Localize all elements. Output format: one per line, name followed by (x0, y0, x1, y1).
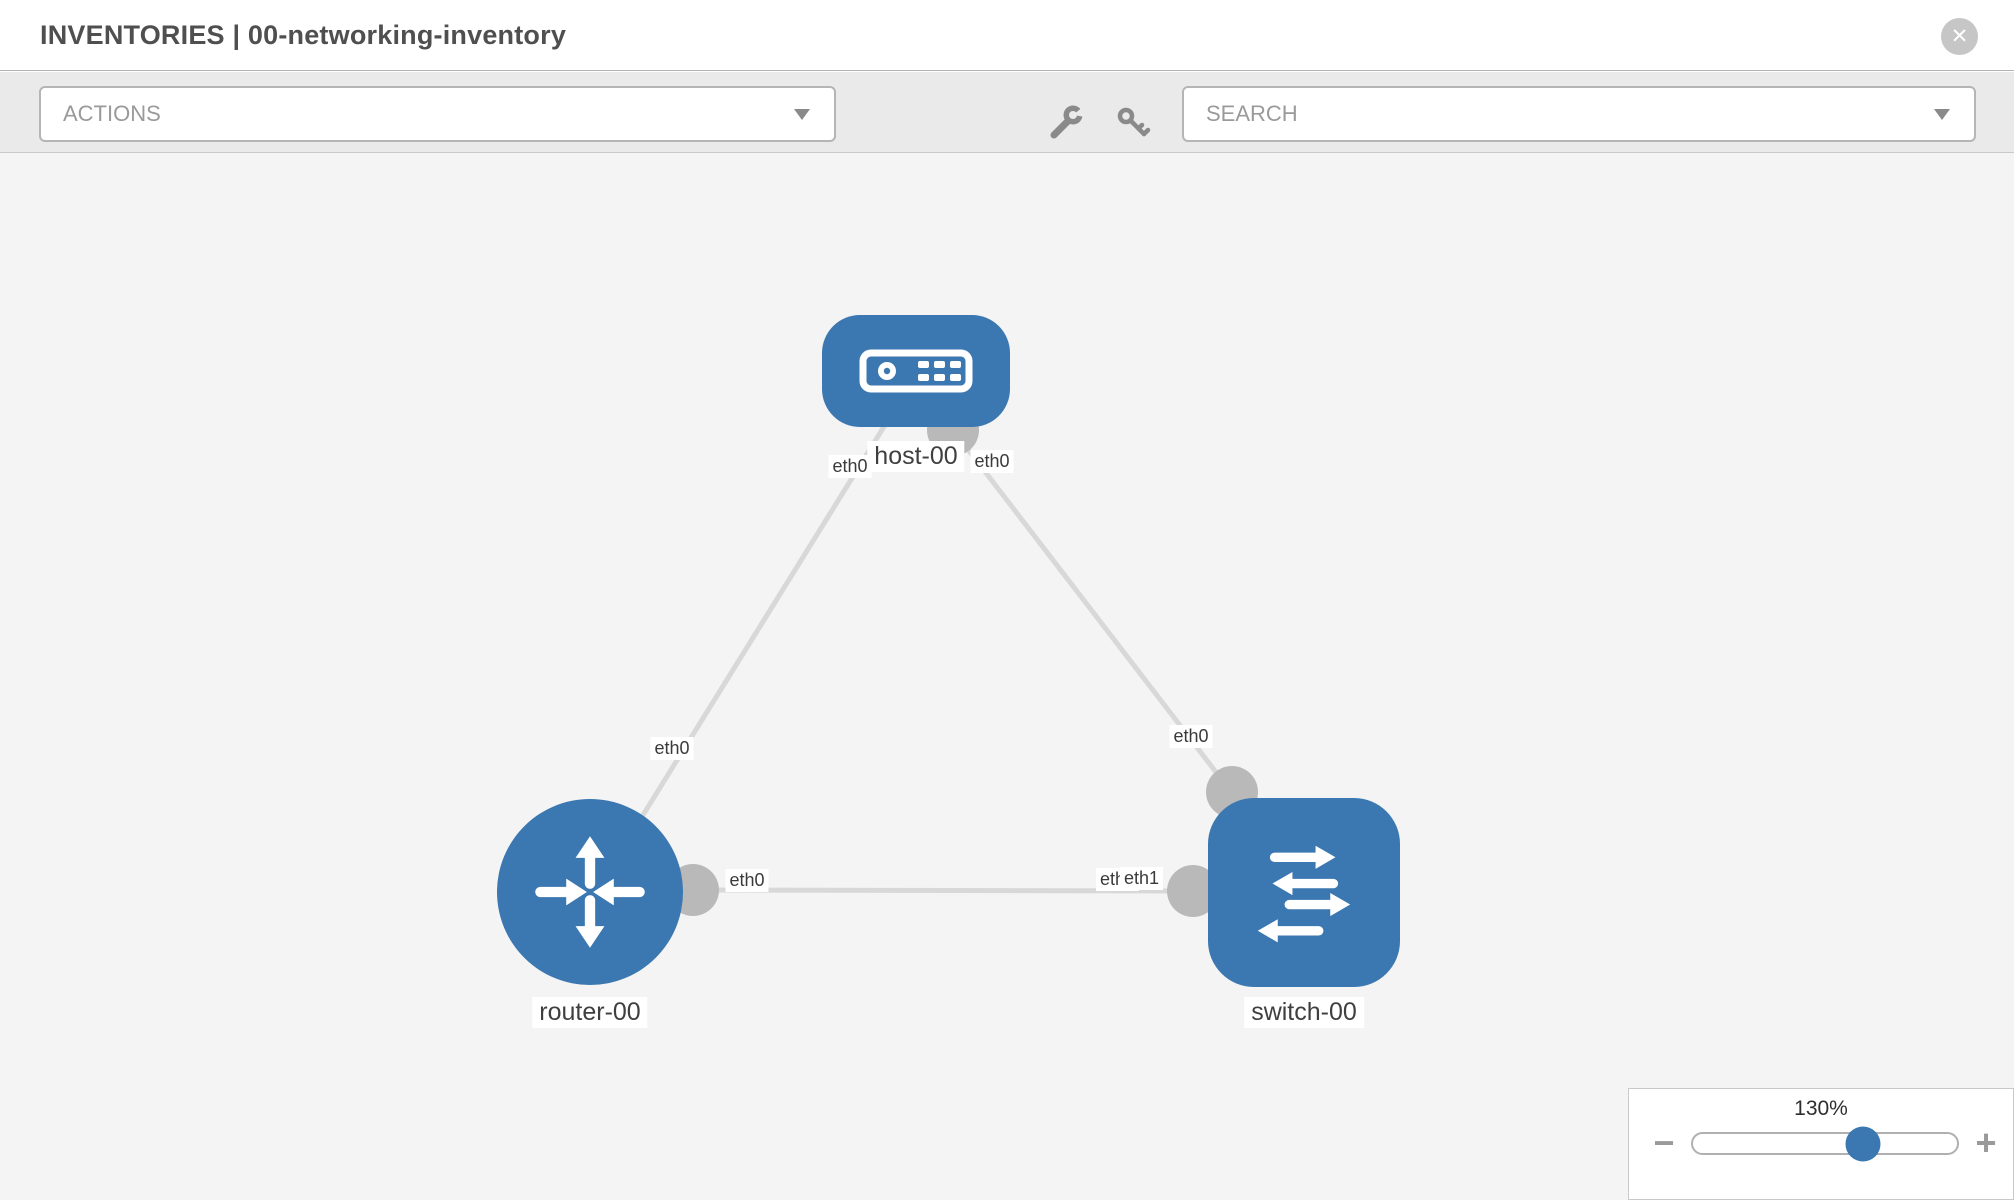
node-host-00[interactable] (822, 315, 1010, 427)
close-icon: ✕ (1950, 25, 1969, 48)
header: INVENTORIES | 00-networking-inventory ✕ (0, 0, 2014, 71)
configure-button[interactable] (1043, 99, 1089, 145)
router-icon (535, 836, 645, 948)
credentials-button[interactable] (1110, 99, 1156, 145)
topology-canvas[interactable]: eth0 eth0 eth0 eth0 eth0 eth0 eth1 host-… (0, 153, 2014, 1200)
topology-links (609, 404, 1258, 917)
search-dropdown-label: SEARCH (1206, 101, 1298, 126)
zoom-level: 130% (1794, 1097, 1848, 1120)
interface-label-router-to-switch: eth0 (725, 869, 769, 892)
zoom-slider[interactable] (1691, 1126, 1959, 1161)
plus-icon: + (1975, 1122, 1997, 1163)
node-label-host-00: host-00 (867, 441, 965, 472)
switch-icon (1257, 845, 1351, 942)
close-button[interactable]: ✕ (1941, 18, 1978, 55)
node-label-switch-00: switch-00 (1244, 997, 1364, 1028)
link-host-router (609, 423, 888, 867)
actions-dropdown-label: ACTIONS (63, 101, 161, 126)
wrench-icon (1050, 105, 1084, 139)
interface-label-router-to-host: eth0 (650, 737, 694, 760)
chevron-down-icon (1934, 109, 1950, 120)
host-icon (859, 349, 973, 393)
key-icon (1117, 107, 1151, 137)
interface-label-host-to-router: eth0 (828, 455, 872, 478)
minus-icon: − (1653, 1122, 1675, 1163)
zoom-slider-handle[interactable] (1845, 1126, 1881, 1161)
node-router-00[interactable] (497, 799, 683, 985)
interface-connector (1167, 865, 1219, 917)
zoom-in-button[interactable]: + (1966, 1121, 2006, 1165)
node-label-router-00: router-00 (532, 997, 648, 1028)
zoom-out-button[interactable]: − (1644, 1121, 1684, 1165)
node-switch-00[interactable] (1208, 798, 1400, 987)
chevron-down-icon (794, 109, 810, 120)
actions-dropdown[interactable]: ACTIONS (39, 86, 836, 142)
search-dropdown[interactable]: SEARCH (1182, 86, 1976, 142)
interface-label-switch-to-host: eth0 (1169, 725, 1213, 748)
toolbar: ACTIONS SEARCH (0, 72, 2014, 153)
interface-label-switch-to-router: eth1 (1120, 867, 1164, 890)
interface-label-host-to-switch: eth0 (970, 450, 1014, 473)
page-title: INVENTORIES | 00-networking-inventory (40, 20, 567, 50)
zoom-panel: 130% − + (1628, 1088, 2014, 1200)
